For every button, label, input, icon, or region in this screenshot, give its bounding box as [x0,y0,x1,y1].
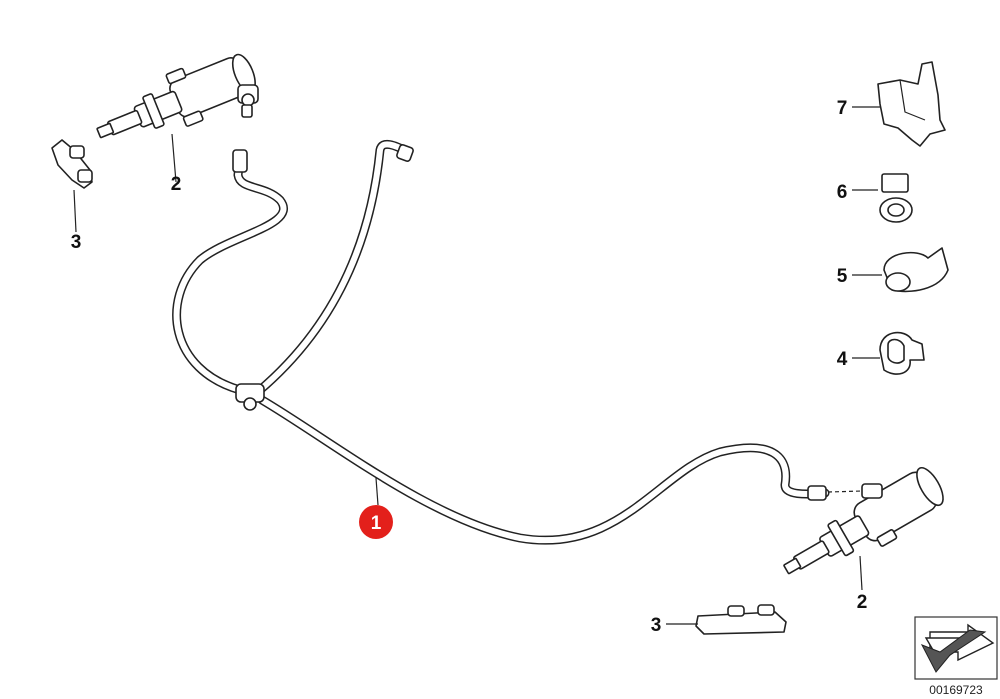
label-part-3-right[interactable]: 3 [651,615,662,636]
nav-arrow-button[interactable] [914,616,998,680]
label-part-5[interactable]: 5 [837,266,848,287]
label-part-7[interactable]: 7 [837,98,848,119]
label-part-4[interactable]: 4 [837,349,848,370]
label-part-2-left[interactable]: 2 [171,174,182,195]
leader-lines [73,106,882,625]
pump-nozzle-left [237,84,259,118]
washer-pump-left[interactable] [88,44,263,158]
label-part-1: 1 [371,513,382,534]
diagram-number: 00169723 [929,683,983,697]
label-part-3-left[interactable]: 3 [71,232,82,253]
nozzle-cover-left[interactable] [51,139,93,189]
nozzle-cover-right[interactable] [695,604,787,635]
clip-part-5[interactable] [883,247,949,293]
clip-part-4[interactable] [879,331,925,375]
arrow-down-left-icon [920,623,995,673]
hose-assembly[interactable] [172,139,830,545]
label-part-2-right[interactable]: 2 [857,592,868,613]
highlight-circle [359,505,393,539]
pump-connector-right [827,483,883,499]
label-part-1-highlight[interactable]: 1 [359,505,393,539]
clip-part-6[interactable] [879,173,913,223]
washer-pump-right[interactable] [776,464,952,594]
clip-part-7[interactable] [877,61,946,147]
label-part-6[interactable]: 6 [837,182,848,203]
